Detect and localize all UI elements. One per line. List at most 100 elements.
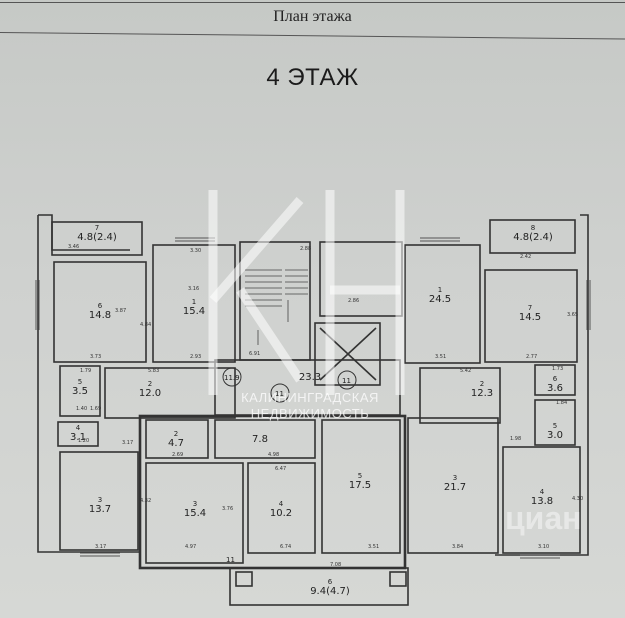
room-label-mid-5: 5 17.5 xyxy=(330,472,390,491)
dimension-label: 3.65 xyxy=(567,312,578,318)
watermark-text: КАЛИНИНГРАДСКАЯ НЕДВИЖИМОСТЬ xyxy=(180,390,440,422)
room-area: 7.8 xyxy=(252,434,268,445)
room-area: 4.7 xyxy=(168,438,184,449)
dimension-label: 3.10 xyxy=(538,544,549,550)
room-area: 23.3 xyxy=(298,372,322,383)
room-area: 3.0 xyxy=(547,430,563,441)
dimension-label: 2.69 xyxy=(172,452,183,458)
room-area: 15.4 xyxy=(183,508,207,519)
room-number: 2 xyxy=(479,380,485,388)
room-number: 8 xyxy=(530,224,536,232)
room-label-left-4: 4 3.1 xyxy=(60,424,96,443)
dimension-label: 3.51 xyxy=(435,354,446,360)
room-label-left-5: 5 3.5 xyxy=(62,378,98,397)
dimension-label: 1.20 xyxy=(78,438,89,444)
room-area: 13.7 xyxy=(88,504,112,515)
room-label-mid-3: 3 15.4 xyxy=(165,500,225,519)
room-number: 6 xyxy=(552,375,558,383)
room-area: 12.3 xyxy=(470,388,494,399)
dimension-label: 3.30 xyxy=(190,248,201,254)
dimension-label: 3.76 xyxy=(222,506,233,512)
section-markers xyxy=(222,367,357,403)
room-number: 5 xyxy=(552,422,558,430)
section-marker-label: 11 xyxy=(275,390,284,398)
dimension-label: 2.86 xyxy=(348,298,359,304)
room-label-right-3: 3 21.7 xyxy=(425,474,485,493)
room-label-right-loggia: 8 4.8(2.4) xyxy=(492,224,574,243)
dimension-label: 4.32 xyxy=(140,498,151,504)
room-area: 21.7 xyxy=(443,482,467,493)
dimension-label: 2.77 xyxy=(526,354,537,360)
watermark-line1: КАЛИНИНГРАДСКАЯ xyxy=(241,390,379,405)
dimension-label: 4.98 xyxy=(268,452,279,458)
floor-title: 4 ЭТАЖ xyxy=(266,64,359,91)
room-label-left-6: 6 14.8 xyxy=(60,302,140,321)
dimension-label: 4.97 xyxy=(185,544,196,550)
room-area: 17.5 xyxy=(348,480,372,491)
room-label-left-2: 2 12.0 xyxy=(120,380,180,399)
room-label-hall: 23.3 xyxy=(290,372,330,383)
room-area: 24.5 xyxy=(428,294,452,305)
room-area: 10.2 xyxy=(269,508,293,519)
dimension-label: 6.74 xyxy=(280,544,291,550)
dimension-label: 4.84 xyxy=(140,322,151,328)
room-number: 1 xyxy=(191,298,197,306)
dimension-label: 3.17 xyxy=(95,544,106,550)
dimension-label: 3.73 xyxy=(90,354,101,360)
room-label-mid-2: 2 4.7 xyxy=(150,430,202,449)
dimension-label: 1.98 xyxy=(510,436,521,442)
room-number: 6 xyxy=(97,302,103,310)
room-label-mid-4: 4 10.2 xyxy=(252,500,310,519)
room-area: 3.5 xyxy=(72,386,88,397)
dimension-label: 1.79 xyxy=(80,368,91,374)
room-label-right-2: 2 12.3 xyxy=(462,380,502,399)
dimension-label: 7.08 xyxy=(330,562,341,568)
room-number: 4 xyxy=(75,424,81,432)
room-number: 7 xyxy=(527,304,533,312)
watermark-line2: НЕДВИЖИМОСТЬ xyxy=(250,406,370,421)
dimension-label: 5.83 xyxy=(148,368,159,374)
room-number: 3 xyxy=(192,500,198,508)
room-number: 2 xyxy=(147,380,153,388)
dimension-label: 2.42 xyxy=(520,254,531,260)
room-label-left-1: 1 15.4 xyxy=(158,298,230,317)
room-area: 14.5 xyxy=(518,312,542,323)
room-label-right-6: 6 3.6 xyxy=(537,375,573,394)
room-area: 4.8(2.4) xyxy=(77,232,117,243)
room-number: 1 xyxy=(437,286,443,294)
section-marker-label: 11.9 xyxy=(224,374,240,382)
section-marker-label: 11 xyxy=(226,556,235,564)
room-label-mid-hall: 7.8 xyxy=(240,434,280,445)
dimension-label: 3.17 xyxy=(122,440,133,446)
room-number: 5 xyxy=(77,378,83,386)
dimension-label: 1.73 xyxy=(552,366,563,372)
dimension-label: 6.47 xyxy=(275,466,286,472)
plan-walls xyxy=(37,214,589,606)
dimension-label: 3.16 xyxy=(188,286,199,292)
dimension-label: 1.69 xyxy=(90,406,101,412)
room-area: 15.4 xyxy=(182,306,206,317)
dimension-label: 1.40 xyxy=(76,406,87,412)
header-top-rule xyxy=(0,2,625,3)
watermark-brand: циан xyxy=(505,500,582,536)
room-label-left-loggia: 7 4.8(2.4) xyxy=(56,224,138,243)
room-number: 3 xyxy=(97,496,103,504)
room-area: 13.8 xyxy=(530,496,554,507)
header-band: План этажа xyxy=(0,0,625,44)
room-number: 4 xyxy=(278,500,284,508)
dimension-label: 6.91 xyxy=(249,351,260,357)
room-number: 3 xyxy=(452,474,458,482)
room-number: 6 xyxy=(327,578,333,586)
room-number: 7 xyxy=(94,224,100,232)
room-label-left-3: 3 13.7 xyxy=(70,496,130,515)
room-label-right-5: 5 3.0 xyxy=(537,422,573,441)
room-area: 3.1 xyxy=(70,432,86,443)
room-number: 4 xyxy=(539,488,545,496)
room-number: 5 xyxy=(357,472,363,480)
room-area: 9.4(4.7) xyxy=(310,586,350,597)
room-number: 2 xyxy=(173,430,179,438)
dimension-label: 4.30 xyxy=(572,496,583,502)
window-marks xyxy=(35,237,591,559)
